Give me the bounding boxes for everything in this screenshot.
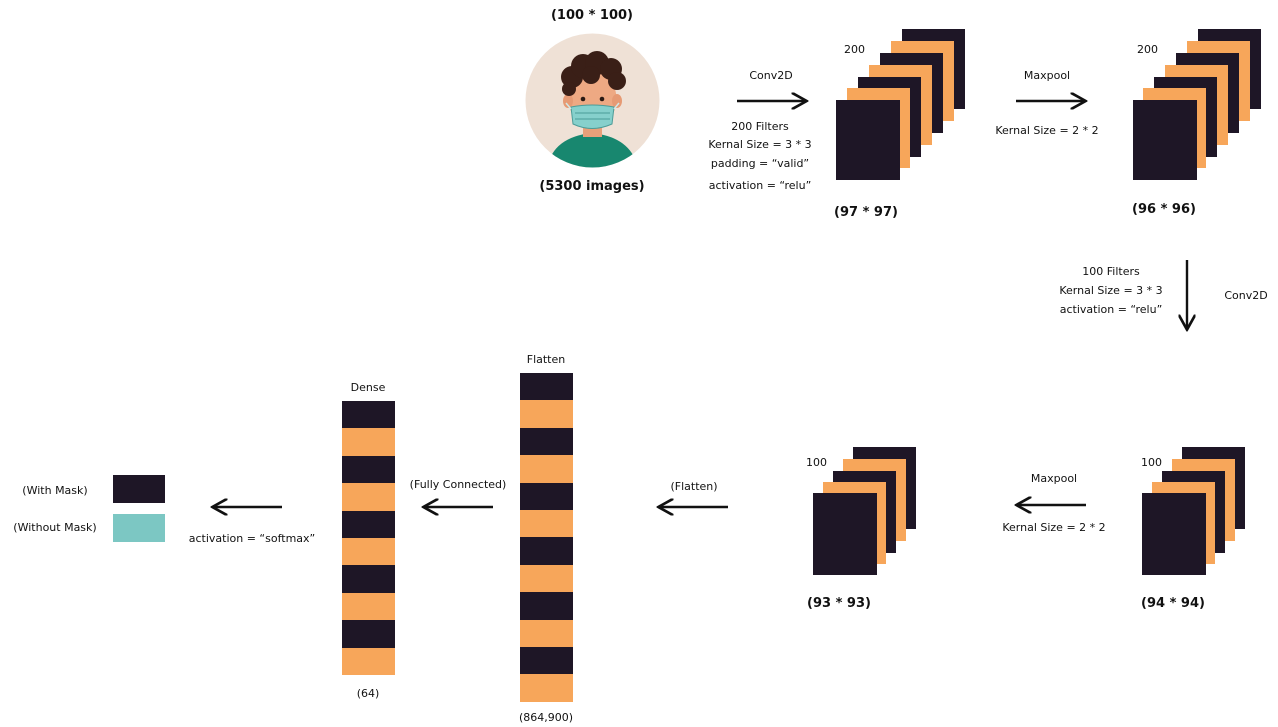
pool2-op-label: Maxpool	[1030, 472, 1078, 485]
flatten-bar-segment	[520, 373, 573, 401]
conv2-filter-count: 100	[1141, 456, 1162, 469]
conv1-param-0: 200 Filters	[731, 120, 789, 133]
conv1-param-3: activation = “relu”	[708, 179, 812, 192]
dense-bar-segment	[342, 510, 395, 538]
dense-bar-segment	[342, 483, 395, 511]
masked-person-illustration	[525, 33, 660, 168]
dense-bar-segment	[342, 592, 395, 621]
flatten-bar-segment	[520, 427, 573, 456]
with-mask-output-node	[113, 475, 165, 503]
dense-bar-segment	[342, 428, 395, 456]
flatten-bar-segment	[520, 455, 573, 483]
flatten-output-size: (864,900)	[518, 711, 574, 724]
flatten-bar-segment	[520, 510, 573, 538]
conv1-filter-count: 200	[844, 43, 865, 56]
flatten-bar-segment	[520, 482, 573, 510]
class-label-without-mask: (Without Mask)	[13, 521, 97, 534]
pool1-param-0: Kernal Size = 2 * 2	[995, 124, 1099, 137]
pool1-op-label: Maxpool	[1023, 69, 1071, 82]
softmax-activation-label: activation = “softmax”	[188, 532, 316, 545]
input-size-label: (100 * 100)	[550, 8, 634, 23]
dense-bar-segment	[342, 538, 395, 566]
dense-title: Dense	[350, 381, 386, 394]
dense-output-size: (64)	[356, 687, 380, 700]
conv1-output-size: (97 * 97)	[834, 205, 898, 220]
pool1-output-size: (96 * 96)	[1132, 202, 1196, 217]
dense-arrow-label: (Fully Connected)	[409, 478, 507, 491]
flatten-bar-segment	[520, 400, 573, 428]
conv2-op-label: Conv2D	[1224, 289, 1268, 302]
pool2-output-size: (93 * 93)	[807, 596, 871, 611]
conv2-output-size: (94 * 94)	[1141, 596, 1205, 611]
flatten-bar-segment	[520, 674, 573, 702]
flatten-bar-segment	[520, 537, 573, 565]
dense-bar-segment	[342, 620, 395, 648]
conv1-op-label: Conv2D	[749, 69, 793, 82]
conv2-param-0: 100 Filters	[1082, 265, 1140, 278]
class-label-with-mask: (With Mask)	[22, 484, 88, 497]
dense-bar-segment	[342, 401, 395, 429]
flatten-bar-segment	[520, 619, 573, 647]
conv1-param-1: Kernal Size = 3 * 3	[708, 138, 812, 151]
conv1-param-2: padding = “valid”	[710, 157, 810, 170]
dense-bar-segment	[342, 565, 395, 593]
pool2-param-0: Kernal Size = 2 * 2	[1002, 521, 1106, 534]
flatten-bar-segment	[520, 647, 573, 675]
flatten-arrow-label: (Flatten)	[670, 480, 718, 493]
without-mask-output-node	[113, 514, 165, 542]
pool1-filter-count: 200	[1137, 43, 1158, 56]
flatten-bar-segment	[520, 592, 573, 620]
conv2-param-1: Kernal Size = 3 * 3	[1059, 284, 1163, 297]
dense-bar-segment	[342, 647, 395, 675]
conv2-param-2: activation = “relu”	[1059, 303, 1163, 316]
flatten-title: Flatten	[526, 353, 566, 366]
flatten-bar-segment	[520, 564, 573, 593]
pool2-filter-count: 100	[806, 456, 827, 469]
dense-bar-segment	[342, 455, 395, 484]
input-count-label: (5300 images)	[539, 179, 645, 194]
